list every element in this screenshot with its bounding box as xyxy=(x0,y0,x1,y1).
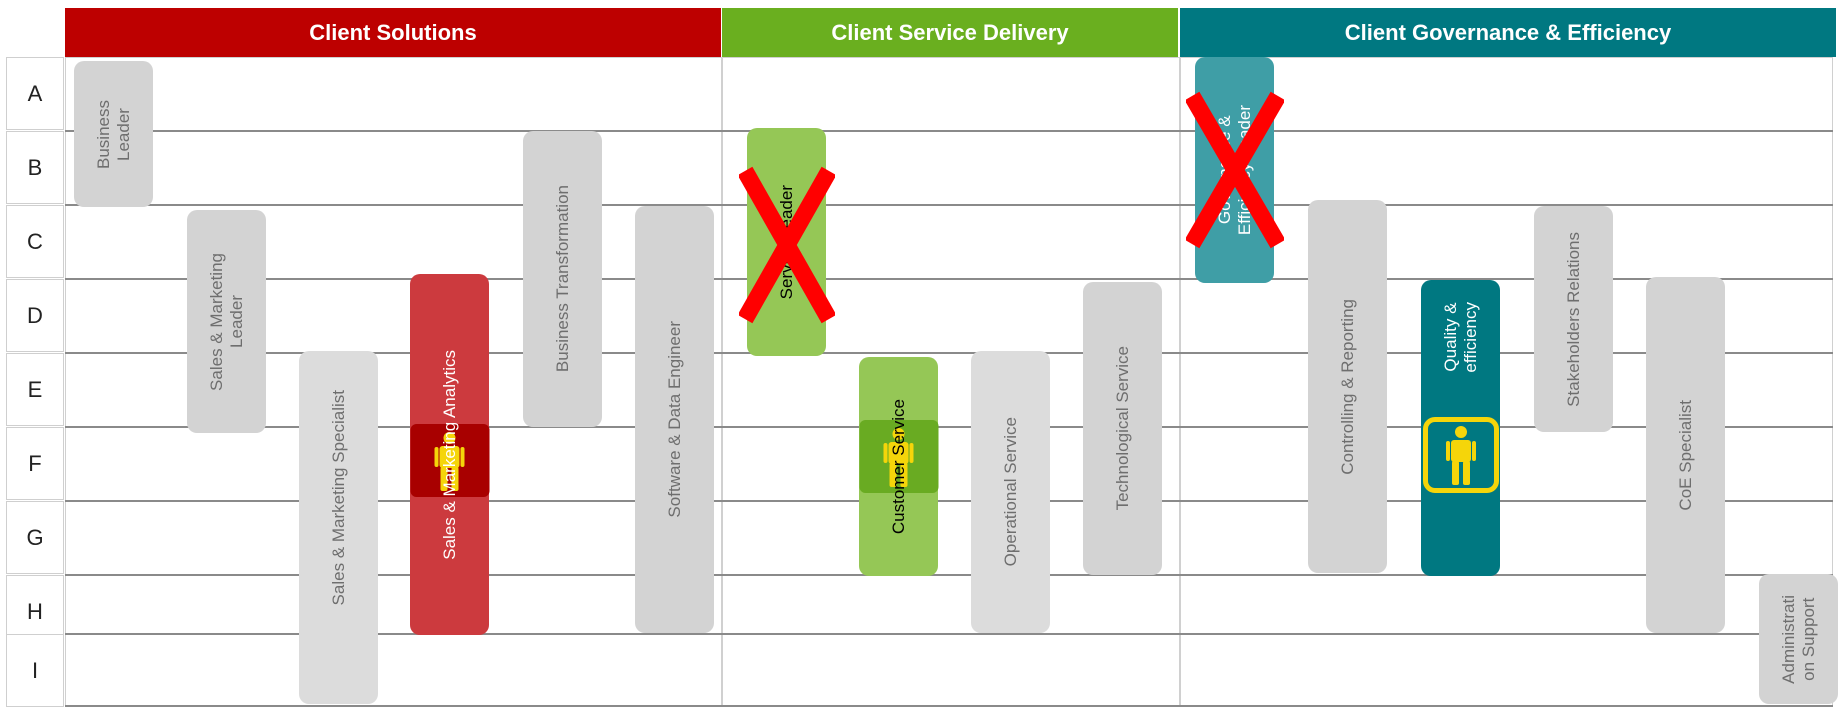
role-label: Sales & Marketing Analytics xyxy=(439,349,459,560)
header-client-solutions: Client Solutions xyxy=(65,8,721,57)
role-coe-specialist[interactable]: CoE Specialist xyxy=(1646,277,1725,633)
row-label-text: D xyxy=(27,302,43,328)
role-business-leader[interactable]: Business Leader xyxy=(74,61,153,207)
row-label-f: F xyxy=(6,427,64,500)
grid-line xyxy=(65,130,1833,132)
role-label: Controlling & Reporting xyxy=(1337,298,1357,475)
row-label-text: H xyxy=(27,598,43,624)
row-label-text: I xyxy=(31,657,39,683)
role-sales-marketing-analytics[interactable]: Sales & Marketing Analytics xyxy=(410,274,489,635)
row-label-text: B xyxy=(27,154,43,180)
role-label: Operational Service xyxy=(1000,417,1020,567)
header-label: Client Governance & Efficiency xyxy=(1344,19,1672,45)
column-divider xyxy=(1179,57,1181,707)
grid-line xyxy=(65,500,1833,502)
role-label: Technological Service xyxy=(1112,346,1132,511)
person-icon xyxy=(883,427,914,487)
role-label: Quality & efficiency xyxy=(1440,302,1480,373)
role-sales-marketing-specialist[interactable]: Sales & Marketing Specialist xyxy=(299,351,378,704)
role-label: Administrati on Support xyxy=(1778,594,1818,684)
role-label: Software & Data Engineer xyxy=(664,321,684,518)
role-label: Sales & Marketing Specialist xyxy=(328,389,348,606)
row-label-g: G xyxy=(6,501,64,574)
role-label: Governance & Efficiency Leader xyxy=(1214,104,1254,236)
role-quality-efficiency[interactable]: Quality & efficiency xyxy=(1421,280,1500,576)
row-label-text: F xyxy=(28,450,42,476)
header-client-service-delivery: Client Service Delivery xyxy=(722,8,1178,57)
row-label-text: G xyxy=(26,524,44,550)
role-label: Customer Service xyxy=(888,398,908,535)
row-label-b: B xyxy=(6,131,64,204)
row-label-c: C xyxy=(6,205,64,278)
grid-line xyxy=(65,426,1833,428)
grid-line xyxy=(65,574,1833,576)
role-operational-service[interactable]: Operational Service xyxy=(971,351,1050,633)
role-customer-service[interactable]: Customer Service xyxy=(859,357,938,576)
row-label-text: C xyxy=(27,228,43,254)
role-administration-support[interactable]: Administrati on Support xyxy=(1759,574,1838,704)
role-business-transformation[interactable]: Business Transformation xyxy=(523,131,602,427)
grid-line xyxy=(65,278,1833,280)
role-technological-service[interactable]: Technological Service xyxy=(1083,282,1162,575)
row-label-e: E xyxy=(6,353,64,426)
role-label: Business Transformation xyxy=(552,185,572,373)
row-label-i: I xyxy=(6,634,64,707)
grid-line xyxy=(65,705,1833,707)
role-controlling-reporting[interactable]: Controlling & Reporting xyxy=(1308,200,1387,573)
column-divider xyxy=(721,57,723,707)
role-label: Service Leader xyxy=(776,184,796,300)
person-icon xyxy=(434,431,465,491)
role-sales-marketing-leader[interactable]: Sales & Marketing Leader xyxy=(187,210,266,433)
role-stakeholders-relations[interactable]: Stakeholders Relations xyxy=(1534,206,1613,432)
person-highlight xyxy=(1422,417,1499,493)
row-label-d: D xyxy=(6,279,64,352)
role-software-data-engineer[interactable]: Software & Data Engineer xyxy=(635,206,714,633)
role-label: CoE Specialist xyxy=(1675,399,1695,511)
row-label-text: A xyxy=(27,80,43,106)
grid-line xyxy=(65,352,1833,354)
role-label: Stakeholders Relations xyxy=(1563,231,1583,407)
role-governance-efficiency-leader[interactable]: Governance & Efficiency Leader xyxy=(1195,57,1274,283)
person-highlight xyxy=(410,424,489,497)
header-label: Client Service Delivery xyxy=(831,19,1069,45)
header-label: Client Solutions xyxy=(309,19,477,45)
role-label: Business Leader xyxy=(93,99,133,169)
person-icon xyxy=(1445,426,1476,485)
row-label-a: A xyxy=(6,57,64,130)
person-highlight xyxy=(859,420,938,493)
header-client-governance: Client Governance & Efficiency xyxy=(1180,8,1836,57)
role-label: Sales & Marketing Leader xyxy=(206,252,246,391)
role-service-leader[interactable]: Service Leader xyxy=(747,128,826,356)
grid-line xyxy=(65,633,1833,635)
row-label-text: E xyxy=(27,376,43,402)
grid-line xyxy=(65,204,1833,206)
